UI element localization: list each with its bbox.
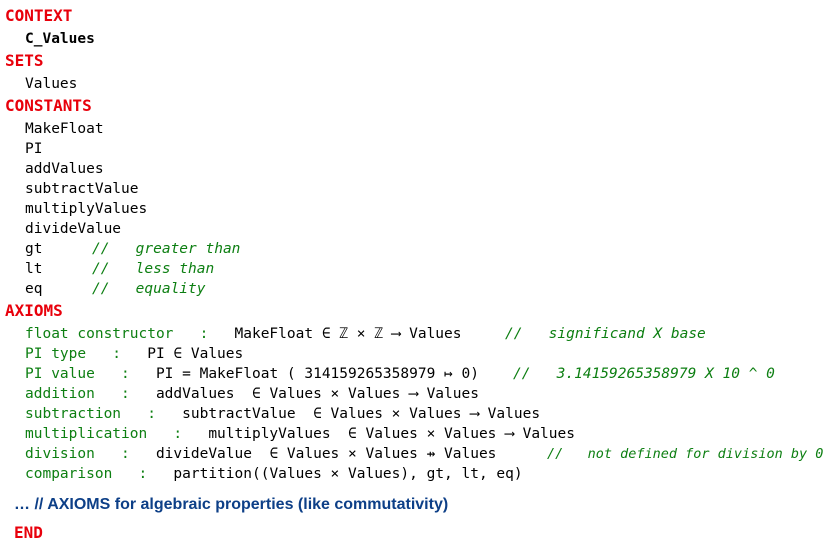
constant-name: lt — [25, 261, 43, 277]
constant-item: MakeFloat — [25, 119, 104, 139]
axiom-separator: : — [147, 426, 209, 442]
axiom-separator: : — [121, 406, 183, 422]
axiom-expression: addValues ∈ Values × Values ⟶ Values — [155, 386, 479, 402]
axiom-row: addition : addValues ∈ Values × Values ⟶… — [25, 384, 479, 404]
constant-name: multiplyValues — [25, 201, 148, 217]
constant-name: divideValue — [25, 221, 122, 237]
constant-item: PI — [25, 139, 42, 159]
axiom-label: addition — [25, 386, 95, 402]
constant-name: subtractValue — [25, 181, 139, 197]
constant-item: multiplyValues — [25, 199, 147, 219]
algebraic-properties-note: … // AXIOMS for algebraic properties (li… — [14, 496, 449, 513]
axiom-label: subtraction — [25, 406, 122, 422]
axiom-row: float constructor : MakeFloat ∈ ℤ × ℤ ⟶ … — [25, 324, 706, 344]
axiom-label: comparison — [25, 466, 113, 482]
constant-comment: // less than — [92, 261, 215, 277]
axiom-expression: multiplyValues ∈ Values × Values ⟶ Value… — [208, 426, 575, 442]
axiom-label: PI type — [25, 346, 87, 362]
context-name: C_Values — [25, 31, 95, 47]
constant-item: lt // less than — [25, 259, 214, 279]
axiom-row: PI type : PI ∈ Values — [25, 344, 243, 364]
context-keyword: CONTEXT — [5, 6, 73, 25]
constant-name: gt — [25, 241, 43, 257]
axiom-expression: MakeFloat ∈ ℤ × ℤ ⟶ Values — [234, 326, 462, 342]
axiom-row: comparison : partition((Values × Values)… — [25, 464, 523, 484]
constant-item: gt // greater than — [25, 239, 240, 259]
axiom-expression: PI ∈ Values — [147, 346, 244, 362]
constant-name: eq — [25, 281, 43, 297]
constant-comment: // greater than — [92, 241, 241, 257]
axiom-row: multiplication : multiplyValues ∈ Values… — [25, 424, 575, 444]
axiom-separator: : — [173, 326, 235, 342]
constant-item: addValues — [25, 159, 104, 179]
axiom-expression: partition((Values × Values), gt, lt, eq) — [173, 466, 523, 482]
axiom-separator: : — [94, 366, 156, 382]
constant-name: PI — [25, 141, 43, 157]
set-item: Values — [25, 76, 78, 92]
axiom-row: PI value : PI = MakeFloat ( 314159265358… — [25, 364, 775, 384]
end-keyword: END — [14, 523, 43, 542]
axiom-expression: PI = MakeFloat ( 314159265358979 ↦ 0) — [155, 366, 479, 382]
constant-name: MakeFloat — [25, 121, 104, 137]
constant-name: addValues — [25, 161, 104, 177]
axiom-label: float constructor — [25, 326, 174, 342]
axiom-separator: : — [94, 386, 156, 402]
sets-keyword: SETS — [5, 51, 44, 70]
axiom-row: division : divideValue ∈ Values × Values… — [25, 444, 823, 464]
axioms-keyword: AXIOMS — [5, 301, 63, 320]
axiom-label: PI value — [25, 366, 95, 382]
axiom-expression: divideValue ∈ Values × Values ⇸ Values — [155, 446, 497, 462]
constants-keyword: CONSTANTS — [5, 96, 92, 115]
axiom-comment: // significand X base — [505, 326, 706, 342]
constant-item: subtractValue — [25, 179, 139, 199]
axiom-row: subtraction : subtractValue ∈ Values × V… — [25, 404, 540, 424]
axiom-separator: : — [112, 466, 174, 482]
axiom-expression: subtractValue ∈ Values × Values ⟶ Values — [182, 406, 541, 422]
axiom-separator: : — [94, 446, 156, 462]
axiom-comment: // not defined for division by 0 — [547, 446, 824, 462]
constant-item: eq // equality — [25, 279, 206, 299]
constant-comment: // equality — [92, 281, 206, 297]
axiom-label: division — [25, 446, 95, 462]
constant-item: divideValue — [25, 219, 121, 239]
axiom-comment: // 3.14159265358979 X 10 ^ 0 — [513, 366, 775, 382]
axiom-separator: : — [86, 346, 148, 362]
axiom-label: multiplication — [25, 426, 148, 442]
